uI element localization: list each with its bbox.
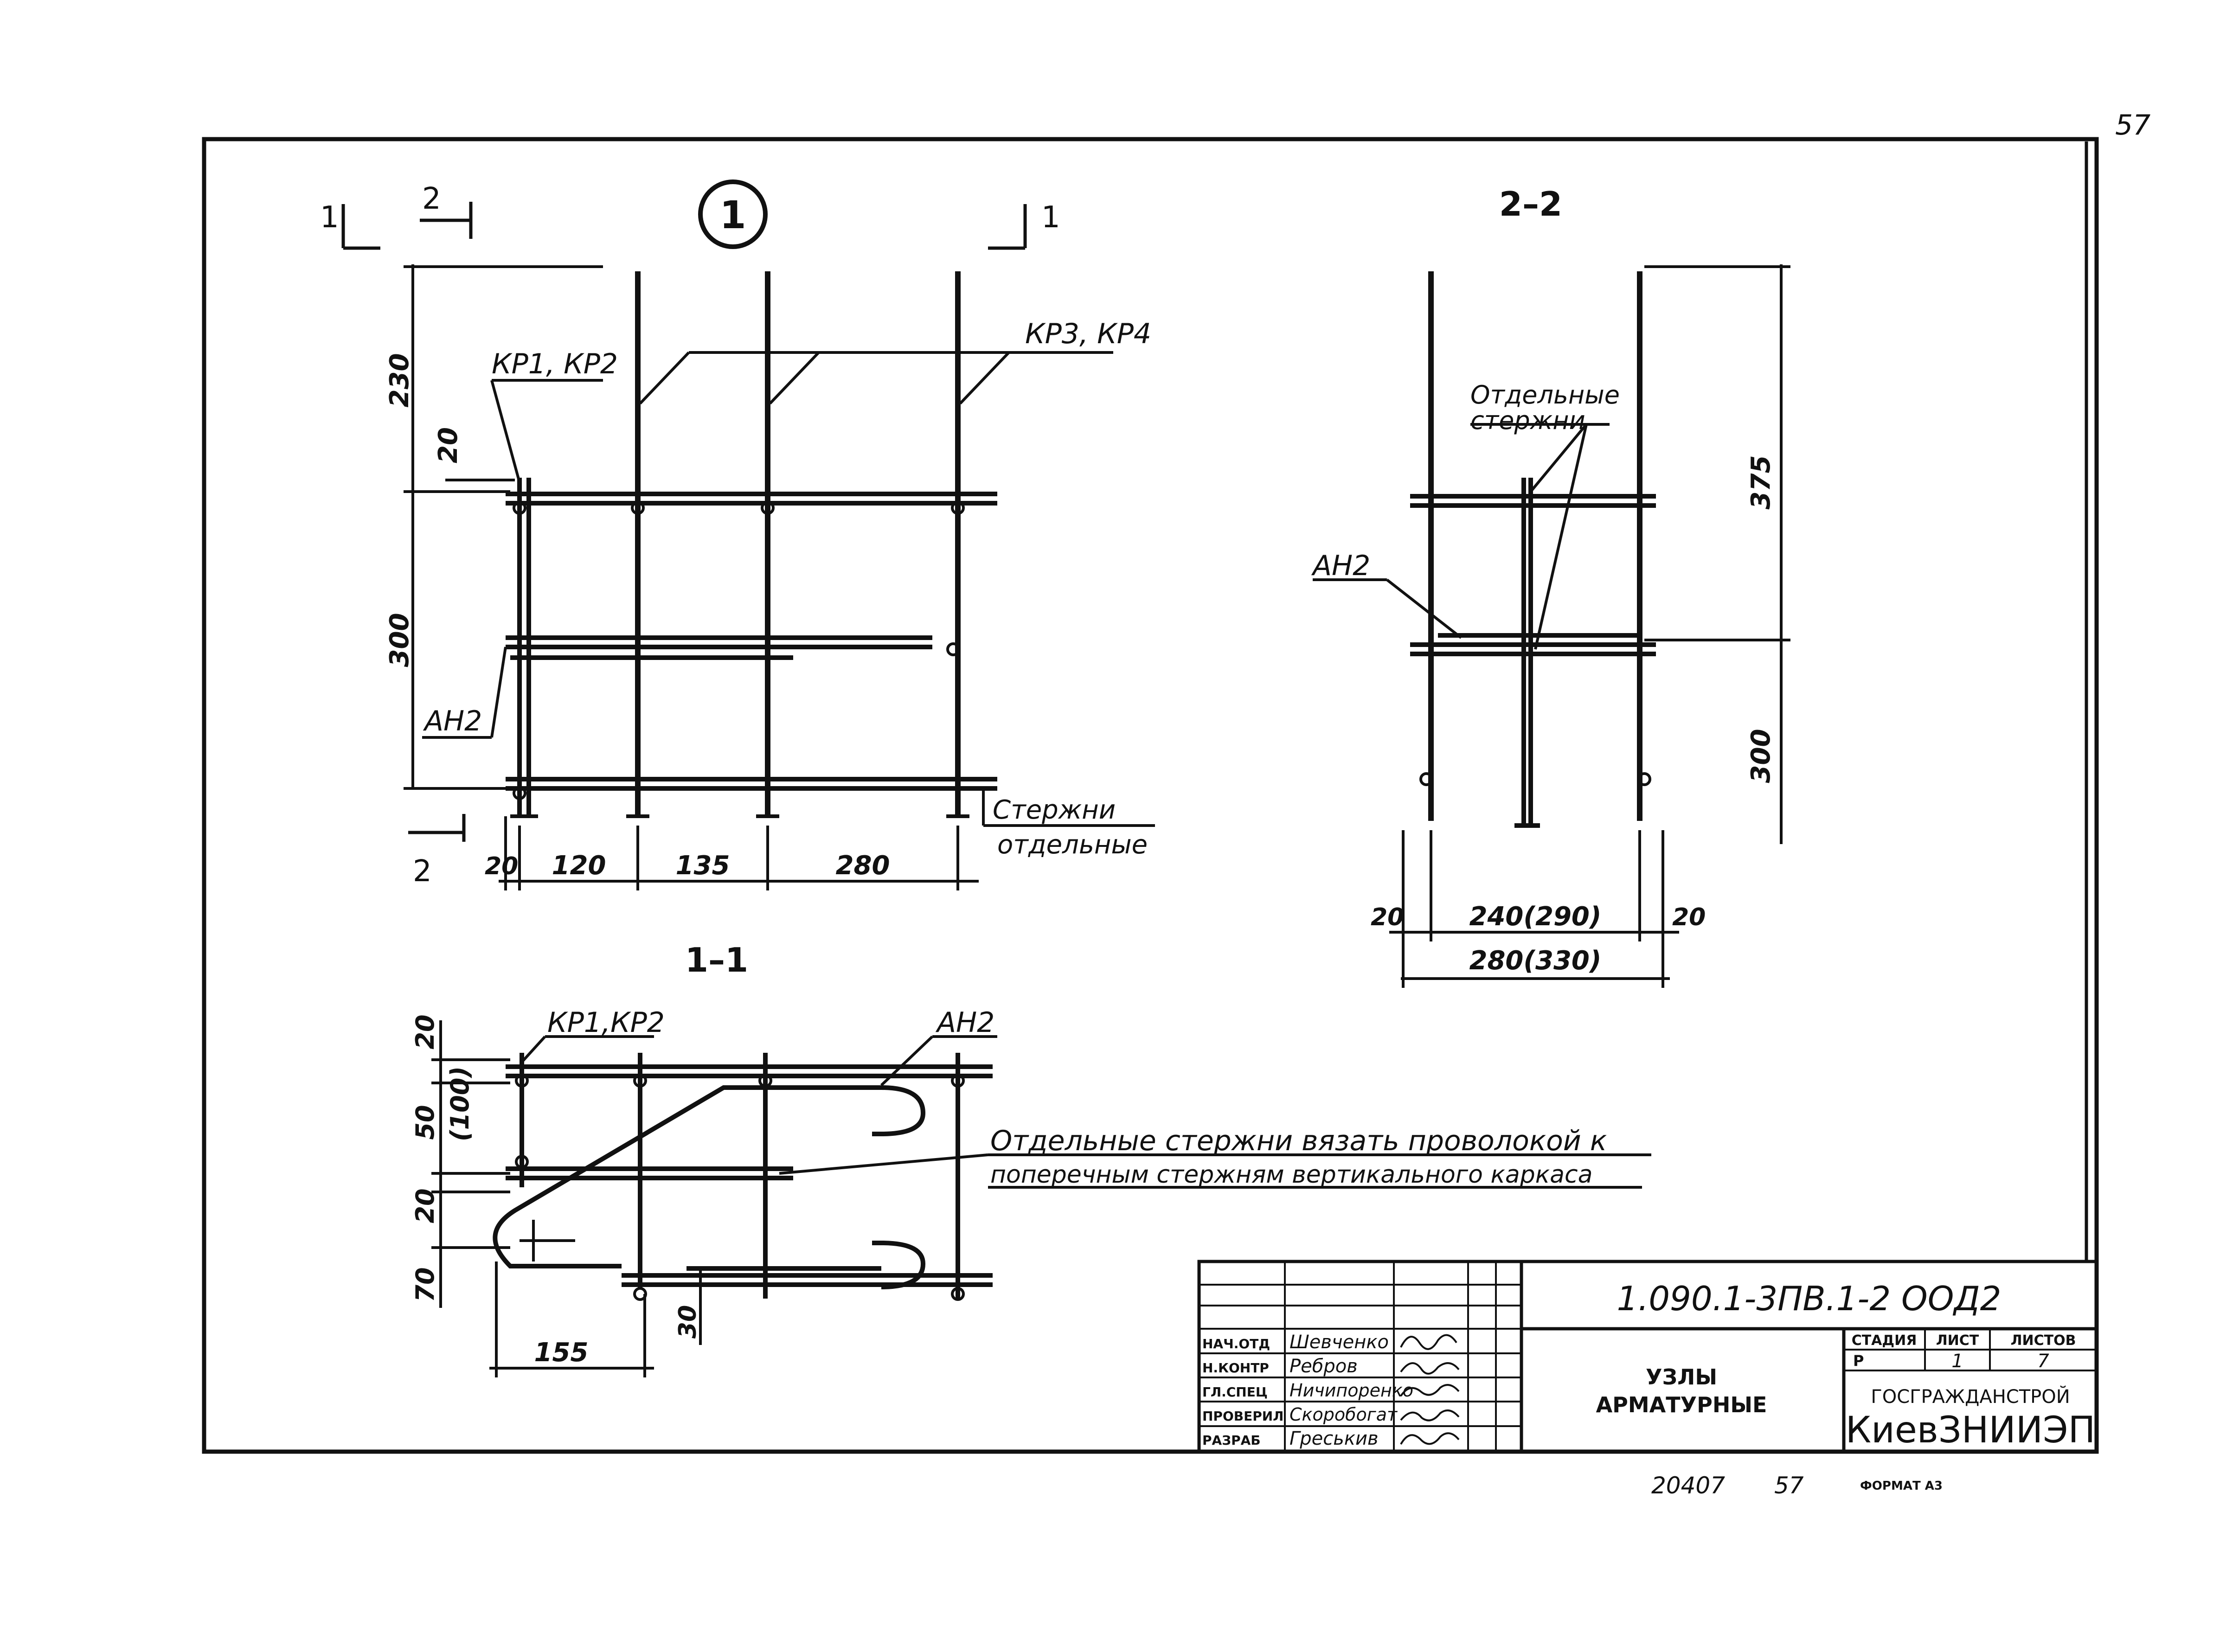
section-cut-marks [341, 202, 1027, 842]
dim-h280: 280 [836, 851, 890, 881]
archive-number: 20407 [1651, 1472, 1725, 1499]
title-block: 1.090.1-3ПВ.1-2 ООД2 УЗЛЫ АРМАТУРНЫЕ НАЧ… [1197, 1260, 2098, 1454]
dim-s11-v20b: 20 [411, 1188, 440, 1223]
label-kr1-kr2: КР1, КР2 [492, 348, 618, 380]
cut-label-top: 2 [422, 182, 441, 216]
section11-horizontal-bars [506, 1064, 993, 1287]
dim-v300-s22: 300 [1746, 729, 1776, 783]
signatures [1400, 1334, 1460, 1445]
label-rods-line1: Стержни [993, 795, 1116, 825]
note-line2: поперечным стержням вертикального каркас… [990, 1161, 1592, 1189]
dim-h280-s22: 280(330) [1469, 946, 1602, 976]
drawing-frame [202, 137, 2099, 1454]
node-marker-circle [698, 179, 768, 249]
section22-leaders [1313, 423, 1610, 650]
dim-h20-left: 20 [1371, 903, 1404, 931]
stage-value: Р [1853, 1352, 1864, 1370]
dim-s11-v20: 20 [411, 1014, 440, 1049]
vertical-rods [635, 271, 961, 816]
section22-horizontal-bars [1410, 494, 1656, 656]
label-an2-s22: АН2 [1311, 550, 1370, 582]
section11-leaders [520, 1035, 1651, 1189]
sheet-header: ЛИСТ [1936, 1332, 1979, 1349]
label-an2-node: АН2 [423, 705, 482, 737]
format-label: ФОРМАТ А3 [1860, 1479, 1943, 1493]
section-1-1-title: 1–1 [685, 941, 748, 980]
dim-v230: 230 [385, 353, 415, 408]
section22-vertical-rods [1428, 271, 1642, 821]
section11-an2-hook [493, 1085, 926, 1289]
node-1-view: 1 1 1 2 2 [320, 179, 1155, 890]
label-kr1-kr2-s11: КР1,КР2 [547, 1006, 665, 1039]
section-1-1-view: 1–1 [411, 941, 1651, 1377]
dim-s11-v100: (100) [445, 1066, 475, 1141]
title-line2: АРМАТУРНЫЕ [1596, 1392, 1767, 1417]
dim-h20-right: 20 [1672, 903, 1706, 931]
section-2-2-view: 2–2 [1311, 185, 1790, 988]
role-2: Н.КОНТР [1202, 1360, 1269, 1376]
dim-v375: 375 [1746, 455, 1776, 510]
horizontal-bars [506, 492, 997, 791]
section22-dimension-lines [1389, 264, 1790, 988]
dim-s11-h30: 30 [674, 1305, 702, 1338]
sheet-copy-number: 57 [1774, 1472, 1804, 1499]
role-4: ПРОВЕРИЛ [1202, 1409, 1283, 1424]
section11-crosshair [520, 1220, 575, 1261]
node-marker: 1 [719, 193, 746, 237]
label-separate-rods-2: стержни [1470, 406, 1585, 435]
name-5: Греськив [1290, 1428, 1379, 1449]
page-number: 57 [2115, 109, 2150, 141]
org-line1: ГОСГРАЖДАНСТРОЙ [1871, 1385, 2070, 1408]
sheet-value: 1 [1951, 1351, 1963, 1372]
label-an2-s11: АН2 [935, 1006, 994, 1039]
section-2-2-title: 2–2 [1499, 185, 1562, 224]
role-5: РАЗРАБ [1202, 1433, 1261, 1448]
role-3: ГЛ.СПЕЦ [1202, 1384, 1268, 1400]
cut-label-right: 1 [1041, 200, 1060, 235]
tie-dots [513, 501, 965, 800]
dim-s11-v70: 70 [411, 1267, 440, 1302]
sheets-value: 7 [2037, 1351, 2049, 1372]
section11-dots [515, 1074, 965, 1301]
dim-h240: 240(290) [1469, 902, 1602, 932]
dim-v20: 20 [433, 427, 463, 463]
leaders [422, 351, 1155, 827]
name-4: Скоробогат [1290, 1404, 1398, 1425]
dimension-lines [404, 264, 979, 890]
note-line1: Отдельные стержни вязать проволокой к [990, 1125, 1607, 1157]
dim-v300: 300 [385, 613, 415, 667]
name-3: Ничипоренко [1290, 1380, 1413, 1401]
role-1: НАЧ.ОТД [1202, 1336, 1270, 1351]
stage-header: СТАДИЯ [1852, 1332, 1917, 1349]
dim-s11-h155: 155 [534, 1338, 589, 1368]
name-2: Ребров [1290, 1356, 1358, 1377]
title-line1: УЗЛЫ [1646, 1364, 1717, 1389]
section22-tie-dots [1419, 772, 1651, 786]
cut-label-bottom: 2 [413, 854, 432, 889]
dim-h120: 120 [552, 851, 606, 881]
org-line2: КиевЗНИИЭП [1846, 1409, 2096, 1451]
doc-code: 1.090.1-3ПВ.1-2 ООД2 [1617, 1279, 2002, 1318]
label-separate-rods-1: Отдельные [1470, 380, 1620, 410]
name-1: Шевченко [1290, 1332, 1389, 1353]
label-rods-line2: отдельные [997, 830, 1148, 860]
label-kr3-kr4: КР3, КР4 [1025, 318, 1151, 350]
section11-dimension-lines [431, 1020, 702, 1377]
cut-label-left: 1 [320, 200, 339, 235]
dim-h20: 20 [485, 852, 518, 880]
sheets-header: ЛИСТОВ [2011, 1332, 2076, 1349]
dim-s11-v50: 50 [411, 1105, 440, 1140]
dim-h135: 135 [676, 851, 730, 881]
